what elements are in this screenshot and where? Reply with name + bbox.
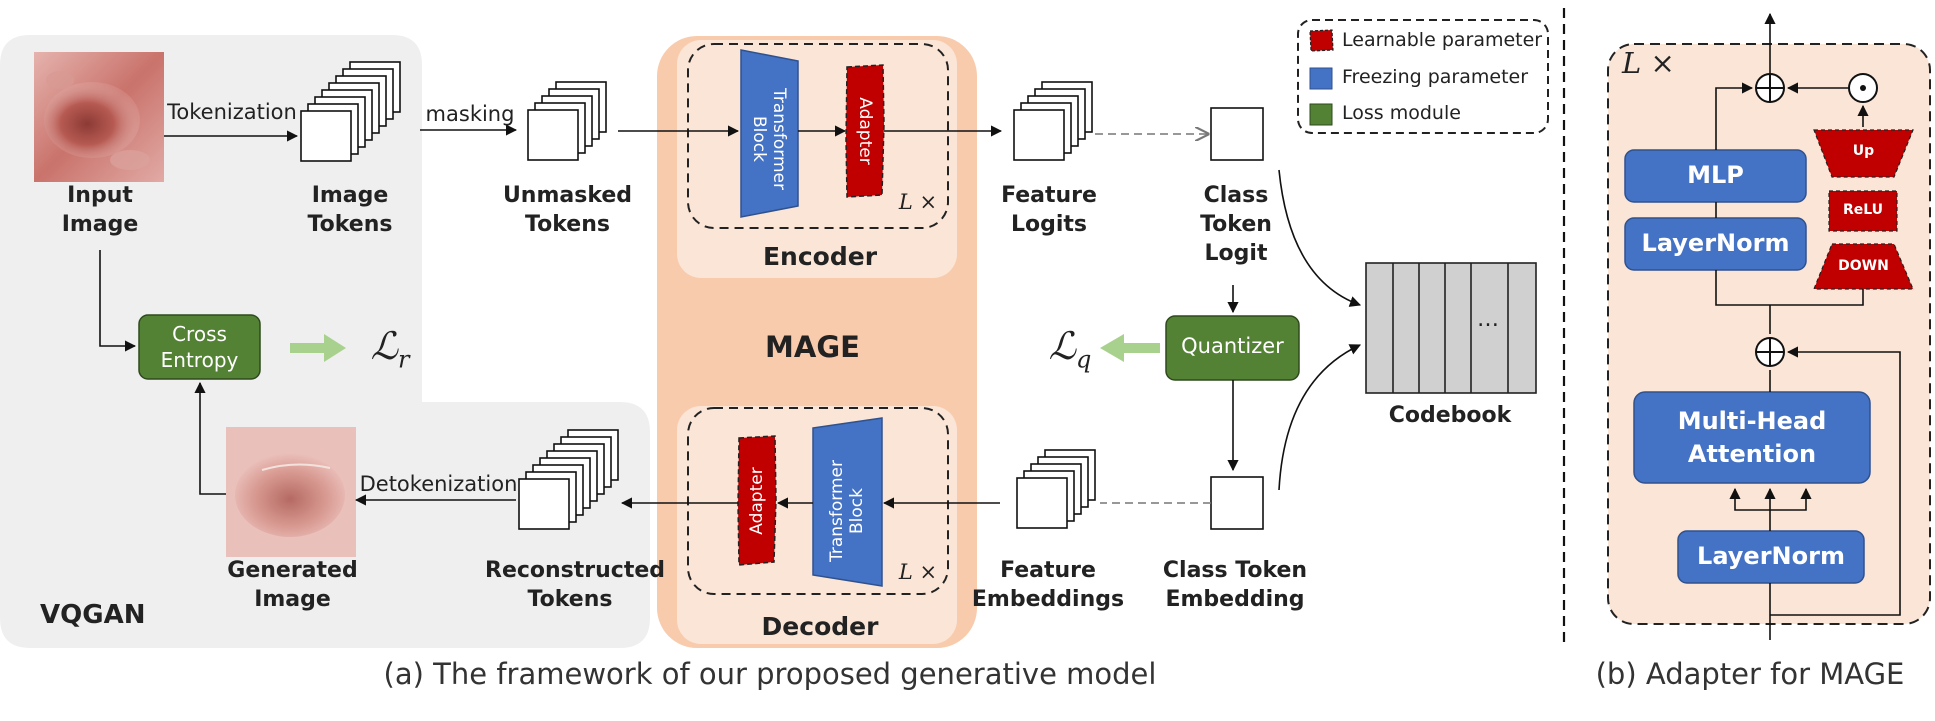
legend-freezing-label: Freezing parameter [1342, 66, 1529, 88]
class-token-embedding-box [1210, 476, 1264, 530]
mage-label: MAGE [765, 330, 860, 364]
decoder-label: Decoder [761, 612, 879, 641]
encoder-adapter [845, 64, 885, 198]
down-projection [1813, 243, 1914, 290]
decoder-transformer-block [812, 417, 883, 587]
layernorm-top-label: LayerNorm [1641, 229, 1790, 257]
generated-image-label: Generated Image [227, 558, 358, 612]
caption-b: (b) Adapter for MAGE [1595, 657, 1905, 691]
relu-label: ReLU [1842, 202, 1884, 218]
legend-learnable-label: Learnable parameter [1342, 29, 1543, 51]
cross-entropy-box [138, 314, 261, 380]
encoder-repeat-mark: L × [898, 190, 938, 214]
dashed-arrows [1095, 134, 1211, 504]
legend-frame [1297, 19, 1549, 134]
multi-head-attention-box [1633, 391, 1871, 484]
legend-swatch-learnable [1309, 29, 1334, 52]
feature-logits-label: Feature Logits [1001, 183, 1097, 237]
class-token-logit-label: Class Token Logit [1200, 183, 1272, 266]
codebook-ellipsis: … [1477, 307, 1499, 332]
codebook-grid [1365, 262, 1537, 394]
image-tokens-label: Image Tokens [307, 183, 393, 237]
decoder-adapter [737, 435, 777, 566]
feature-embeddings-stack [1016, 449, 1096, 529]
relu-box [1828, 190, 1898, 232]
flow-arrows [99, 124, 1362, 509]
image-tokens-stack [300, 61, 401, 162]
generated-image [226, 427, 356, 557]
caption-a: (a) The framework of our proposed genera… [383, 657, 1157, 691]
legend-swatch-loss [1309, 103, 1333, 126]
detokenization-label: Detokenization [359, 472, 518, 496]
reconstructed-tokens-label: Reconstructed Tokens [485, 558, 666, 612]
masking-label: masking [425, 102, 515, 126]
input-image-label: Input Image [61, 183, 139, 237]
encoder-transformer-label: Transformer Block [749, 87, 789, 190]
unmasked-tokens-stack [527, 81, 607, 161]
input-image [34, 52, 164, 182]
quantizer-label: Quantizer [1181, 334, 1284, 358]
encoder-transformer-block [740, 49, 799, 218]
multi-head-attention-label: Multi-Head Attention [1677, 407, 1827, 468]
feature-embeddings-label: Feature Embeddings [971, 558, 1125, 612]
adapter-arrows [1715, 12, 1901, 640]
loss-arrow-r [290, 334, 346, 362]
adapter-repeat-mark: L × [1622, 46, 1675, 80]
mlp-label: MLP [1687, 161, 1744, 189]
decoder-repeat-mark: L × [898, 560, 938, 584]
up-projection [1813, 129, 1914, 178]
encoder-repeat-box [687, 43, 949, 229]
up-label: Up [1852, 143, 1875, 159]
reconstructed-tokens-stack [518, 429, 619, 530]
class-token-embedding-label: Class Token Embedding [1162, 558, 1308, 612]
vqgan-label: VQGAN [40, 600, 146, 630]
feature-logits-stack [1013, 81, 1093, 161]
codebook-label: Codebook [1388, 403, 1512, 428]
loss-r-symbol: ℒr [370, 324, 410, 374]
loss-arrow-q [1100, 334, 1160, 362]
layernorm-bottom-box [1677, 530, 1865, 584]
cross-entropy-label: Cross Entropy [160, 322, 239, 372]
encoder-adapter-label: Adapter [855, 97, 875, 165]
loss-q-symbol: ℒq [1048, 324, 1092, 374]
legend-swatch-freezing [1309, 67, 1333, 90]
encoder-label: Encoder [762, 242, 878, 271]
decoder-adapter-label: Adapter [747, 467, 767, 535]
class-token-logit-box [1210, 107, 1264, 161]
decoder-transformer-label: Transformer Block [827, 460, 867, 563]
unmasked-tokens-label: Unmasked Tokens [502, 183, 633, 237]
legend-loss-label: Loss module [1342, 102, 1461, 124]
tokenization-label: Tokenization [167, 100, 297, 124]
layernorm-bottom-label: LayerNorm [1697, 542, 1845, 570]
down-label: DOWN [1838, 258, 1889, 274]
decoder-repeat-box [687, 407, 949, 595]
